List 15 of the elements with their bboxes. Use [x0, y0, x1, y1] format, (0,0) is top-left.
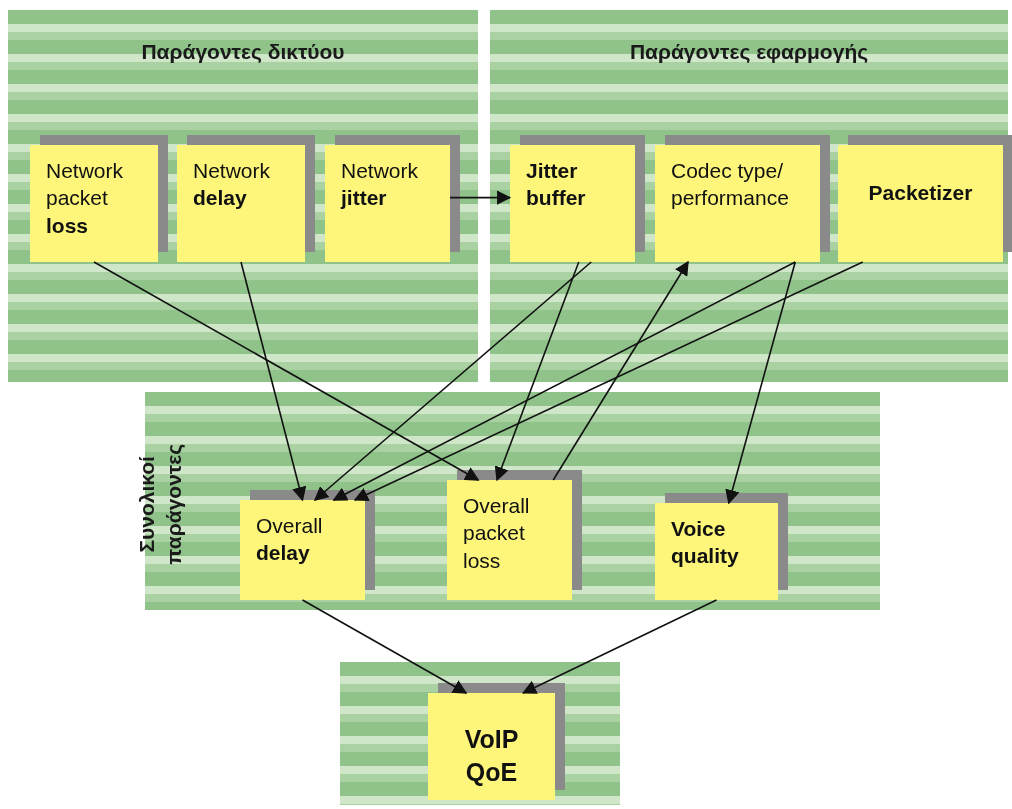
arrow — [725, 261, 797, 505]
panel — [340, 662, 620, 805]
arrow — [313, 261, 593, 501]
arrow — [494, 261, 580, 482]
factor-panel — [490, 10, 1008, 382]
arrow — [240, 261, 307, 502]
arrow — [552, 260, 689, 481]
panel-title: Συνολικοί παράγοντες — [133, 442, 186, 567]
panel-title: Παράγοντες εφαρμογής — [628, 40, 870, 64]
factor-panel — [8, 10, 478, 382]
arrow — [353, 261, 864, 501]
arrow — [93, 261, 480, 481]
arrow — [332, 261, 797, 501]
arrow — [449, 190, 512, 205]
panel-title: Παράγοντες δικτύου — [140, 40, 346, 64]
